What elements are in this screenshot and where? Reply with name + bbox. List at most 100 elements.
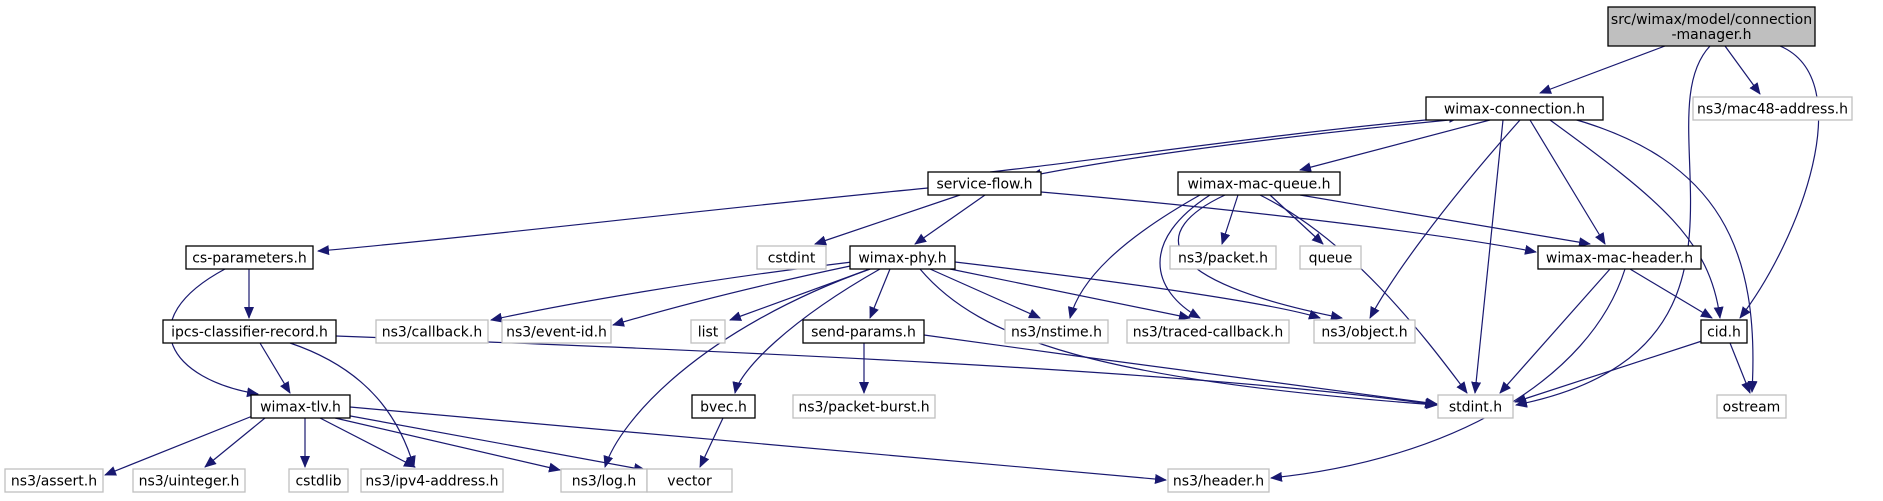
node-wimax-mac-queue[interactable]: wimax-mac-queue.h xyxy=(1177,171,1341,196)
node-connection-manager[interactable]: src/wimax/model/connection-manager.h xyxy=(1607,6,1816,47)
node-label: wimax-tlv.h xyxy=(260,400,341,416)
node-service-flow[interactable]: service-flow.h xyxy=(927,171,1042,196)
node-label: ns3/assert.h xyxy=(11,474,97,490)
node-cid[interactable]: cid.h xyxy=(1700,319,1748,344)
edge-phy-traced xyxy=(949,268,1191,321)
node-label: cs-parameters.h xyxy=(192,251,307,267)
edge-wmh-cid xyxy=(1629,268,1713,319)
edge-phy-eventid xyxy=(612,264,856,327)
node-label: ipcs-classifier-record.h xyxy=(171,325,328,341)
node-ns3-log[interactable]: ns3/log.h xyxy=(560,468,648,493)
node-box xyxy=(501,319,612,344)
node-ipcs-classifier-record[interactable]: ipcs-classifier-record.h xyxy=(162,319,337,344)
node-box xyxy=(690,319,726,344)
node-label: wimax-mac-header.h xyxy=(1546,251,1693,267)
node-ns3-packet[interactable]: ns3/packet.h xyxy=(1169,245,1277,270)
node-label: cstdint xyxy=(768,251,816,267)
edge-icr-tlv xyxy=(259,342,291,394)
node-box xyxy=(1004,319,1109,344)
edge-wmq-stdint xyxy=(1259,194,1468,394)
node-wimax-connection[interactable]: wimax-connection.h xyxy=(1425,96,1604,121)
node-label: ns3/callback.h xyxy=(382,325,482,341)
edge-bvec-vector xyxy=(699,417,724,468)
node-box xyxy=(691,394,756,419)
node-box xyxy=(4,468,104,493)
edge-cid-stdint xyxy=(1514,339,1706,404)
node-ns3-packet-burst[interactable]: ns3/packet-burst.h xyxy=(792,394,936,419)
node-label: cstdlib xyxy=(295,474,341,490)
node-box xyxy=(1716,394,1787,419)
node-box xyxy=(1167,468,1270,493)
node-send-params[interactable]: send-params.h xyxy=(802,319,925,344)
node-ostream[interactable]: ostream xyxy=(1716,394,1787,419)
node-cstdlib[interactable]: cstdlib xyxy=(288,468,349,493)
edge-wmq-nstime xyxy=(1067,194,1201,319)
edge-phy-bvec xyxy=(732,268,881,394)
node-label: wimax-connection.h xyxy=(1444,102,1585,118)
edge-send-stdint xyxy=(923,334,1438,408)
node-label: ns3/mac48-address.h xyxy=(1697,102,1848,118)
node-label: vector xyxy=(667,474,712,490)
node-cstdint[interactable]: cstdint xyxy=(756,245,827,270)
dependency-edges xyxy=(104,45,1820,484)
node-label: ns3/event-id.h xyxy=(506,325,607,341)
node-label: ns3/nstime.h xyxy=(1011,325,1102,341)
node-ns3-assert[interactable]: ns3/assert.h xyxy=(4,468,104,493)
edge-sf-cstdint xyxy=(814,194,961,246)
edge-phy-nstime xyxy=(929,268,1041,319)
node-ns3-uinteger[interactable]: ns3/uinteger.h xyxy=(132,468,246,493)
node-cs-parameters[interactable]: cs-parameters.h xyxy=(185,245,314,270)
node-bvec[interactable]: bvec.h xyxy=(691,394,756,419)
node-mac48-address[interactable]: ns3/mac48-address.h xyxy=(1692,96,1853,121)
edge-phy-callback xyxy=(490,261,853,323)
edge-phy-obj xyxy=(954,261,1321,320)
edge-sf-wc xyxy=(989,112,1461,173)
node-box xyxy=(1537,245,1702,270)
node-box xyxy=(132,468,246,493)
node-ns3-nstime[interactable]: ns3/nstime.h xyxy=(1004,319,1109,344)
node-box xyxy=(802,319,925,344)
node-label: stdint.h xyxy=(1449,400,1502,416)
node-label: -manager.h xyxy=(1671,27,1751,43)
node-label: list xyxy=(698,325,719,341)
edge-wmh-header xyxy=(1270,268,1626,482)
node-wimax-tlv[interactable]: wimax-tlv.h xyxy=(250,394,351,419)
node-box xyxy=(250,394,351,419)
node-label: ostream xyxy=(1723,400,1781,416)
edge-tlv-header xyxy=(349,406,1167,484)
node-box xyxy=(1126,319,1290,344)
node-box xyxy=(1299,245,1362,270)
node-ns3-traced-callback[interactable]: ns3/traced-callback.h xyxy=(1126,319,1290,344)
edge-wc-sf xyxy=(1029,117,1471,179)
node-list[interactable]: list xyxy=(690,319,726,344)
node-label: ns3/packet-burst.h xyxy=(798,400,929,416)
node-vector[interactable]: vector xyxy=(646,468,733,493)
node-box xyxy=(185,245,314,270)
node-ns3-callback[interactable]: ns3/callback.h xyxy=(375,319,489,344)
edge-tlv-assert xyxy=(104,414,256,476)
node-box xyxy=(756,245,827,270)
node-label: ns3/object.h xyxy=(1321,325,1407,341)
node-ns3-event-id[interactable]: ns3/event-id.h xyxy=(501,319,612,344)
node-stdint[interactable]: stdint.h xyxy=(1437,394,1514,419)
edge-wc-wmh xyxy=(1529,119,1606,245)
node-ns3-ipv4-address[interactable]: ns3/ipv4-address.h xyxy=(360,468,504,493)
node-label: send-params.h xyxy=(811,325,916,341)
node-wimax-phy[interactable]: wimax-phy.h xyxy=(849,245,956,270)
node-label: ns3/ipv4-address.h xyxy=(365,474,498,490)
node-ns3-object[interactable]: ns3/object.h xyxy=(1313,319,1416,344)
node-ns3-header[interactable]: ns3/header.h xyxy=(1167,468,1270,493)
node-label: queue xyxy=(1309,251,1353,267)
node-box xyxy=(1700,319,1748,344)
node-wimax-mac-header[interactable]: wimax-mac-header.h xyxy=(1537,245,1702,270)
edge-phy-log xyxy=(603,268,871,468)
edge-cm-wc xyxy=(1539,45,1666,94)
edge-wmq-traced xyxy=(1159,194,1211,319)
node-queue[interactable]: queue xyxy=(1299,245,1362,270)
edge-tlv-log xyxy=(334,417,561,473)
node-box xyxy=(646,468,733,493)
node-label: ns3/header.h xyxy=(1173,474,1264,490)
edge-cm-mac48 xyxy=(1724,45,1761,95)
node-box xyxy=(849,245,956,270)
node-label: wimax-phy.h xyxy=(858,251,946,267)
